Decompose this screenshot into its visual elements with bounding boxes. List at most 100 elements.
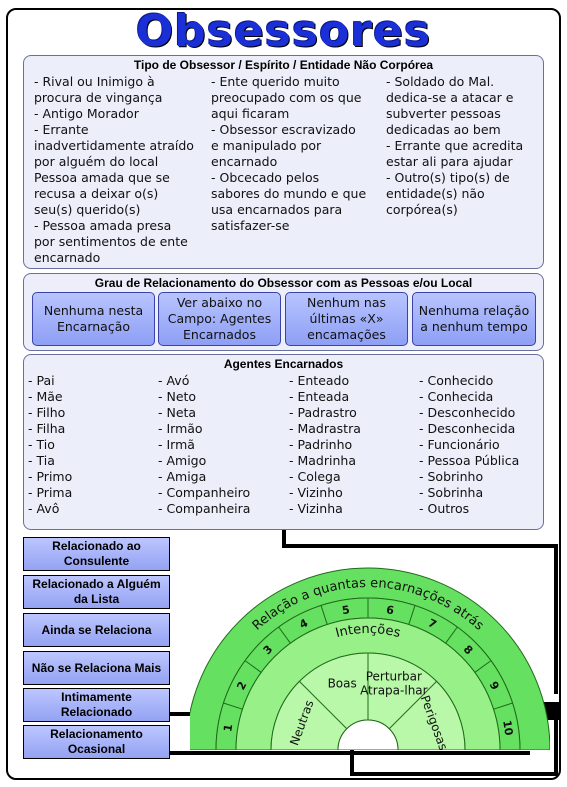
sector-divider (388, 681, 437, 730)
agente-item: - Sobrinho (419, 469, 484, 484)
intencao-sector-label: Boas (328, 677, 357, 691)
number-divider (445, 626, 458, 644)
number-divider (408, 605, 416, 625)
nao-relaciona-box[interactable]: Não se Relaciona Mais (23, 651, 170, 685)
agente-item: - Avô (28, 501, 60, 516)
agentes-column-1: - Pai- Mãe- Filho- Filha- Tio- Tia- Prim… (28, 373, 153, 517)
agentes-heading: Agentes Encarnados (223, 357, 344, 371)
tipo-item: dedica-se a atacar e (386, 90, 514, 105)
agente-item: - Conhecida (419, 389, 494, 404)
connector-wire (350, 738, 354, 776)
agente-item: - Filha (28, 421, 66, 436)
grau-heading: Grau de Relacionamento do Obsessor com a… (94, 276, 473, 290)
connector-wire (282, 544, 558, 548)
agente-item: - Funcionário (419, 437, 500, 452)
page-title: Obsessores (135, 6, 432, 57)
agente-item: - Primo (28, 469, 73, 484)
gauge-center (337, 719, 399, 750)
agente-item: - Irmã (158, 437, 195, 452)
tipo-item: por sentimentos de ente (34, 234, 188, 249)
tipo-item: dedicadas ao bem (386, 122, 501, 137)
agente-item: - Amigo (158, 453, 207, 468)
tipo-item: entidade(s) não (386, 186, 485, 201)
agente-item: - Avó (158, 373, 190, 388)
tipo-item: aqui ficaram (211, 106, 290, 121)
agente-item: - Conhecido (419, 373, 494, 388)
agente-item: - Desconhecido (419, 405, 516, 420)
tipo-panel: Tipo de Obsessor / Espírito / Entidade N… (23, 55, 544, 269)
tipo-heading: Tipo de Obsessor / Espírito / Entidade N… (133, 58, 434, 72)
grau-option-1[interactable]: Nenhuma nesta Encarnação (32, 292, 155, 346)
tipo-item: procura de vingança (34, 90, 163, 105)
agente-item: - Mãe (28, 389, 63, 404)
agente-item: - Enteada (289, 389, 350, 404)
agente-item: - Madrastra (289, 421, 361, 436)
intimamente-relacionado-box[interactable]: Intimamente Relacionado (23, 688, 170, 722)
encarnacao-number: 5 (341, 603, 351, 617)
grau-option-4[interactable]: Nenhuma relação a nenhum tempo (412, 292, 536, 346)
relacionado-lista-box[interactable]: Relacionado a Alguém da Lista (23, 575, 170, 609)
tipo-item: Pessoa amada que se (34, 170, 170, 185)
agente-item: - Colega (289, 469, 341, 484)
sector-divider (299, 681, 348, 730)
intencoes-label: Intenções (334, 622, 402, 641)
tipo-item: preocupado com os que (211, 90, 362, 105)
encarnacao-number: 6 (385, 603, 395, 617)
number-divider (244, 660, 262, 673)
agente-item: - Tio (28, 437, 55, 452)
tipo-item: sabores do mundo e que (211, 186, 367, 201)
tipo-item: - Outro(s) tipo(s) de (386, 170, 510, 185)
tipo-item: - Obsessor escravizado (211, 122, 356, 137)
relacionado-consulente-box[interactable]: Relacionado ao Consulente (23, 537, 170, 571)
agente-item: - Tia (28, 453, 55, 468)
tipo-item: usa encarnados para (211, 202, 343, 217)
tipo-item: recusa a deixar o(s) (34, 186, 159, 201)
tipo-item: - Errante (34, 122, 89, 137)
agente-item: - Padrastro (289, 405, 357, 420)
number-divider (278, 626, 291, 644)
connector-wire (282, 530, 286, 546)
tipo-item: subverter pessoas (386, 106, 501, 121)
relacionamento-ocasional-box[interactable]: Relacionamento Ocasional (23, 725, 170, 759)
encarnacao-number: 10 (500, 719, 515, 736)
agente-item: - Companheira (158, 501, 251, 516)
encarnacoes-gauge: Relação a quantas encarnações atrásInten… (190, 567, 550, 750)
agente-item: - Amiga (158, 469, 207, 484)
tipo-item: estar ali para ajudar (386, 154, 513, 169)
agente-item: - Enteado (289, 373, 350, 388)
agente-item: - Neto (158, 389, 197, 404)
agente-item: - Prima (28, 485, 73, 500)
tipo-item: por alguém do local (34, 154, 159, 169)
tipo-item: - Antigo Morador (34, 106, 139, 121)
number-divider (493, 702, 513, 710)
grau-option-2[interactable]: Ver abaixo no Campo: Agentes Encarnados (158, 292, 281, 346)
agente-item: - Madrinha (289, 453, 356, 468)
tipo-item: - Pessoa amada presa (34, 218, 172, 233)
tipo-item: - Rival ou Inimigo à (34, 74, 155, 89)
tipo-item: inadvertidamente atraído (34, 138, 194, 153)
grau-option-3[interactable]: Nenhum nas últimas «X» encamações (285, 292, 408, 346)
agentes-column-2: - Avó- Neto- Neta- Irmão- Irmã- Amigo- A… (158, 373, 283, 517)
connector-wire (350, 772, 558, 776)
tipo-item: - Errante que acredita (386, 138, 524, 153)
agente-item: - Companheiro (158, 485, 251, 500)
agente-item: - Padrinho (289, 437, 353, 452)
agente-item: - Pai (28, 373, 55, 388)
tipo-item: - Obcecado pelos (211, 170, 320, 185)
agente-item: - Outros (419, 501, 470, 516)
page-frame (6, 8, 561, 780)
agentes-column-4: - Conhecido- Conhecida- Desconhecido- De… (419, 373, 544, 517)
agente-item: - Pessoa Pública (419, 453, 520, 468)
tipo-item: seu(s) querido(s) (34, 202, 141, 217)
tipo-item: corpórea(s) (386, 202, 458, 217)
agentes-panel: Agentes Encarnados - Pai- Mãe- Filho- Fi… (23, 354, 544, 530)
agente-item: - Filho (28, 405, 66, 420)
agente-item: - Vizinha (289, 501, 343, 516)
connector-wire (170, 712, 192, 716)
ainda-relaciona-box[interactable]: Ainda se Relaciona (23, 613, 170, 647)
tipo-item: - Ente querido muito (211, 74, 340, 89)
tipo-item: e manipulado por (211, 138, 322, 153)
